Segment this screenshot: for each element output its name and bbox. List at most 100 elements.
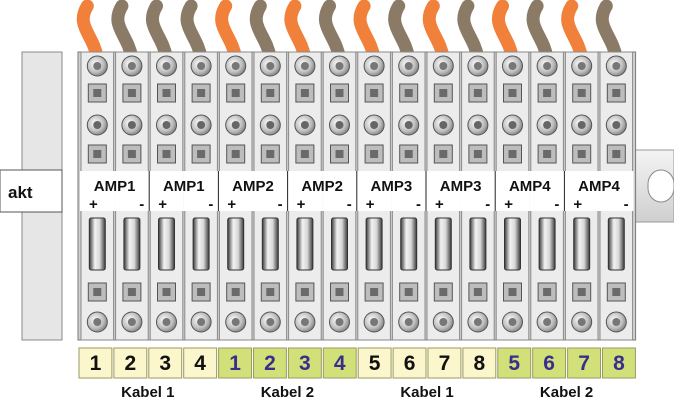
amp-label: AMP3	[371, 178, 413, 195]
test-socket-hole-icon	[127, 150, 136, 158]
screw-center-icon	[231, 62, 240, 70]
screw-center-icon	[473, 318, 482, 326]
wire-orange	[491, 0, 519, 65]
disconnect-slot-icon	[331, 217, 348, 271]
test-socket-hole-icon	[335, 288, 344, 296]
number-marker-box	[392, 347, 427, 379]
test-socket-hole-icon	[404, 288, 413, 296]
cable-label: Kabel 1	[400, 384, 453, 401]
test-socket-hole-icon	[93, 288, 102, 296]
polarity-sign: +	[158, 196, 167, 213]
number-marker-box	[148, 347, 183, 379]
number-marker-text: 8	[613, 352, 625, 375]
test-socket-hole-icon	[93, 89, 102, 97]
number-marker-box	[287, 347, 322, 379]
screw-center-icon	[612, 318, 621, 326]
amp-label: AMP4	[578, 178, 620, 195]
wire-brown	[526, 0, 554, 65]
number-marker-text: 6	[543, 352, 555, 375]
disconnect-slot-icon	[469, 217, 487, 271]
test-socket-hole-icon	[162, 150, 171, 158]
number-marker: 3	[287, 347, 322, 379]
number-marker-text: 3	[299, 352, 311, 375]
number-marker-text: 1	[90, 352, 102, 375]
disconnect-slot-icon	[607, 217, 625, 271]
test-socket-hole-icon	[439, 150, 448, 158]
polarity-sign: -	[278, 196, 283, 213]
label-area	[426, 171, 461, 211]
test-socket-hole-icon	[370, 150, 379, 158]
screw-center-icon	[508, 318, 517, 326]
number-marker-text: 1	[229, 352, 241, 375]
terminal-2: -	[114, 51, 150, 341]
screw-center-icon	[127, 318, 136, 326]
disconnect-slot-icon	[261, 217, 279, 271]
test-socket-hole-icon	[577, 288, 586, 296]
terminal-16: -	[599, 51, 634, 341]
terminal-14: -	[529, 51, 565, 341]
label-area	[356, 171, 392, 211]
number-marker: 2	[253, 347, 287, 379]
wire-brown	[111, 0, 139, 65]
screw-center-icon	[370, 62, 379, 70]
wire-brown	[180, 0, 208, 65]
test-socket-hole-icon	[300, 150, 309, 158]
disconnect-slot-icon	[504, 217, 521, 271]
number-marker-box	[183, 347, 218, 379]
test-socket-hole-icon	[370, 89, 379, 97]
terminal-12: -	[460, 51, 496, 341]
test-socket-hole-icon	[335, 150, 344, 158]
screw-center-icon	[93, 318, 102, 326]
number-marker-box	[78, 347, 113, 379]
number-marker-text: 3	[159, 352, 171, 375]
round-socket-center-icon	[508, 121, 517, 129]
terminal-1: +	[80, 51, 115, 341]
test-socket-hole-icon	[127, 288, 136, 296]
number-marker: 4	[322, 347, 357, 379]
polarity-sign: +	[435, 196, 444, 213]
amp-label: AMP1	[94, 178, 136, 195]
wire-orange	[76, 0, 104, 65]
screw-center-icon	[93, 62, 102, 70]
test-socket-hole-icon	[370, 288, 379, 296]
round-socket-center-icon	[93, 121, 102, 129]
test-socket-hole-icon	[543, 89, 552, 97]
number-marker: 5	[497, 347, 532, 379]
wire-group	[76, 0, 623, 65]
terminal-13: +	[495, 51, 530, 341]
terminal-11: +	[426, 51, 461, 341]
test-socket-hole-icon	[231, 89, 240, 97]
screw-center-icon	[439, 318, 448, 326]
round-socket-center-icon	[231, 121, 240, 129]
terminal-6: -	[253, 51, 288, 341]
screw-center-icon	[612, 62, 621, 70]
polarity-sign: +	[297, 196, 306, 213]
number-marker: 6	[532, 347, 567, 379]
number-marker: 6	[392, 347, 427, 379]
screw-center-icon	[508, 62, 517, 70]
test-socket-hole-icon	[473, 150, 482, 158]
round-socket-center-icon	[577, 121, 586, 129]
label-area	[495, 171, 530, 211]
round-socket-center-icon	[197, 121, 206, 129]
disconnect-slot-icon	[296, 217, 314, 271]
din-rail-tab	[647, 169, 674, 203]
screw-center-icon	[439, 62, 448, 70]
wire-orange	[215, 0, 243, 65]
screw-center-icon	[404, 318, 413, 326]
amp-label: AMP4	[509, 178, 551, 195]
wire-brown	[457, 0, 485, 65]
polarity-sign: +	[366, 196, 375, 213]
test-socket-hole-icon	[266, 150, 275, 158]
number-marker-box	[357, 347, 392, 379]
number-marker-box	[218, 347, 253, 379]
test-socket-hole-icon	[577, 150, 586, 158]
label-area	[253, 171, 288, 211]
polarity-sign: -	[347, 196, 352, 213]
amp-label: AMP3	[440, 178, 482, 195]
label-area	[322, 171, 357, 211]
number-marker-box	[497, 347, 532, 379]
label-area	[529, 171, 565, 211]
